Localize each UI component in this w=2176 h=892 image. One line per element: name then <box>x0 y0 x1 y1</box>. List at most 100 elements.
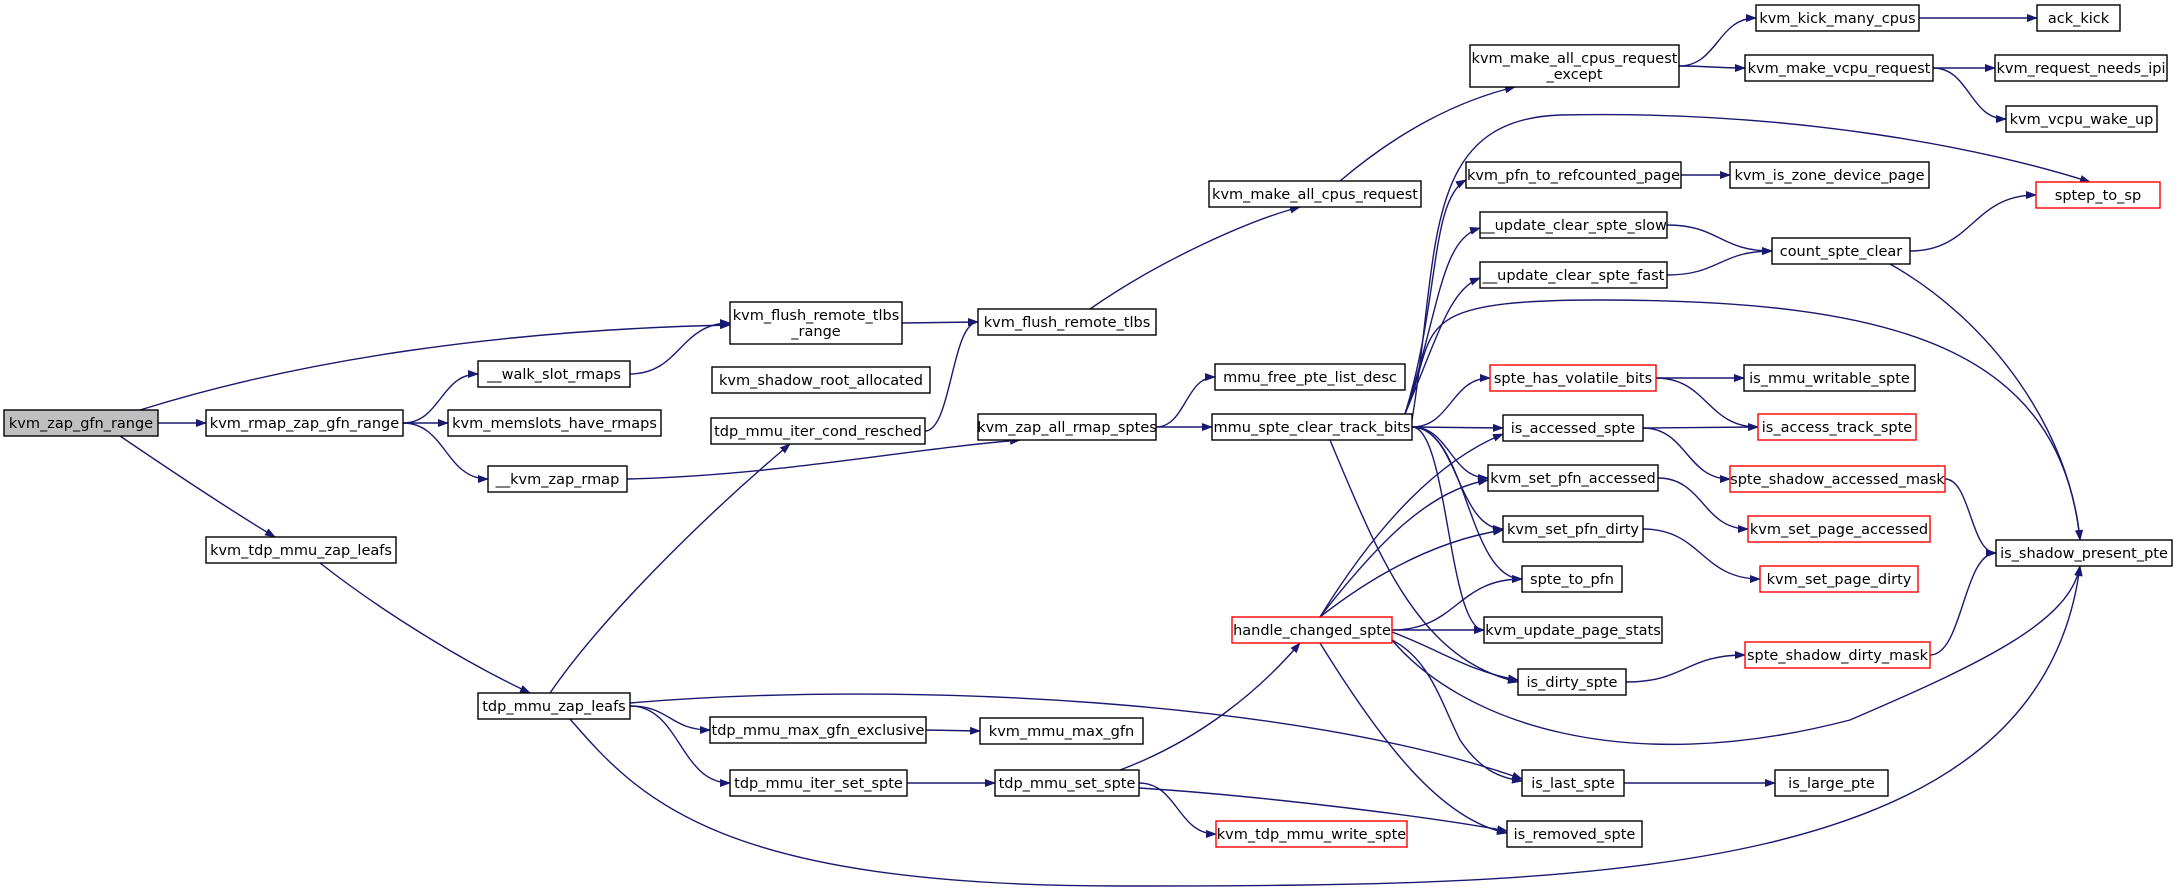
node-__update_clear_spte_slow[interactable]: __update_clear_spte_slow <box>1479 211 1668 239</box>
node-is_shadow_present_pte[interactable]: is_shadow_present_pte <box>1995 539 2173 567</box>
edge-__walk_slot_rmaps-to-kvm_flush_remote_tlbs_range <box>629 319 731 375</box>
node-kvm_zap_all_rmap_sptes[interactable]: kvm_zap_all_rmap_sptes <box>977 413 1157 441</box>
node-is_dirty_spte[interactable]: is_dirty_spte <box>1517 668 1627 696</box>
node-label: kvm_update_page_stats <box>1485 623 1661 639</box>
node-kvm_make_vcpu_request[interactable]: kvm_make_vcpu_request <box>1744 54 1934 82</box>
node-label: kvm_shadow_root_allocated <box>719 373 923 389</box>
node-box <box>1479 211 1668 239</box>
edge-tdp_mmu_zap_leafs-to-is_last_spte <box>629 693 1523 780</box>
edge-mmu_spte_clear_track_bits-to-is_dirty_spte <box>1329 439 1519 684</box>
node-count_spte_clear[interactable]: count_spte_clear <box>1771 237 1911 265</box>
node-kvm_set_pfn_dirty[interactable]: kvm_set_pfn_dirty <box>1502 515 1644 543</box>
node-mmu_free_pte_list_desc[interactable]: mmu_free_pte_list_desc <box>1214 363 1406 391</box>
node-tdp_mmu_zap_leafs[interactable]: tdp_mmu_zap_leafs <box>477 692 631 720</box>
node-kvm_pfn_to_refcounted_page[interactable]: kvm_pfn_to_refcounted_page <box>1465 161 1682 189</box>
edge-mmu_spte_clear_track_bits-to-kvm_pfn_to_refcounted_page <box>1404 179 1467 415</box>
node-label: is_accessed_spte <box>1511 421 1636 437</box>
edge-tdp_mmu_set_spte-to-handle_changed_spte <box>1119 642 1301 771</box>
node-spte_to_pfn[interactable]: spte_to_pfn <box>1521 565 1623 593</box>
node-tdp_mmu_iter_set_spte[interactable]: tdp_mmu_iter_set_spte <box>729 769 908 797</box>
edge-handle_changed_spte-to-is_last_spte <box>1391 639 1523 784</box>
node-kvm_shadow_root_allocated[interactable]: kvm_shadow_root_allocated <box>711 366 931 394</box>
node-box <box>1487 464 1659 492</box>
node-box <box>1994 54 2168 82</box>
node-__update_clear_spte_fast[interactable]: __update_clear_spte_fast <box>1479 261 1668 289</box>
node-kvm_make_all_cpus_request[interactable]: kvm_make_all_cpus_request <box>1208 180 1422 208</box>
node-box <box>1521 565 1623 593</box>
edge-mmu_spte_clear_track_bits-to-__update_clear_spte_slow <box>1404 227 1481 415</box>
edge-mmu_spte_clear_track_bits-to-is_shadow_present_pte <box>1404 299 2083 541</box>
node-tdp_mmu_iter_cond_resched[interactable]: tdp_mmu_iter_cond_resched <box>710 417 926 445</box>
edge-handle_changed_spte-to-is_shadow_present_pte <box>1391 565 2083 745</box>
node-kvm_kick_many_cpus[interactable]: kvm_kick_many_cpus <box>1755 4 1920 32</box>
node-kvm_mmu_max_gfn[interactable]: kvm_mmu_max_gfn <box>979 717 1144 745</box>
node-is_mmu_writable_spte[interactable]: is_mmu_writable_spte <box>1743 364 1916 392</box>
node-tdp_mmu_set_spte[interactable]: tdp_mmu_set_spte <box>994 769 1140 797</box>
node-label: kvm_request_needs_ipi <box>1996 61 2165 77</box>
edge-kvm_set_pfn_accessed-to-kvm_set_page_accessed <box>1657 477 1749 533</box>
node-mmu_spte_clear_track_bits[interactable]: mmu_spte_clear_track_bits <box>1211 413 1413 441</box>
edge-is_accessed_spte-to-is_access_track_spte <box>1642 423 1759 432</box>
edge-kvm_flush_remote_tlbs_range-to-kvm_flush_remote_tlbs <box>901 318 979 327</box>
node-label: handle_changed_spte <box>1233 623 1391 639</box>
edge-mmu_spte_clear_track_bits-to-spte_has_volatile_bits <box>1411 374 1491 428</box>
node-box <box>1729 161 1930 189</box>
node-kvm_vcpu_wake_up[interactable]: kvm_vcpu_wake_up <box>2005 105 2158 133</box>
node-box <box>1774 769 1889 797</box>
node-box <box>1489 364 1657 392</box>
edge-spte_shadow_accessed_mask-to-is_shadow_present_pte <box>1944 478 1997 557</box>
node-is_removed_spte[interactable]: is_removed_spte <box>1506 820 1643 848</box>
node-is_access_track_spte[interactable]: is_access_track_spte <box>1757 413 1917 441</box>
node-kvm_zap_gfn_range[interactable]: kvm_zap_gfn_range <box>3 409 159 437</box>
node-label: kvm_set_page_dirty <box>1767 572 1912 588</box>
node-label: _range <box>790 324 840 340</box>
node-label: kvm_make_vcpu_request <box>1748 61 1931 77</box>
node-kvm_flush_remote_tlbs[interactable]: kvm_flush_remote_tlbs <box>977 308 1157 336</box>
node-kvm_memslots_have_rmaps[interactable]: kvm_memslots_have_rmaps <box>447 409 662 437</box>
node-label: is_access_track_spte <box>1762 420 1913 436</box>
edge-__update_clear_spte_slow-to-count_spte_clear <box>1666 224 1773 255</box>
node-kvm_make_all_cpus_request_except[interactable]: kvm_make_all_cpus_request_except <box>1469 44 1680 88</box>
node-kvm_set_page_accessed[interactable]: kvm_set_page_accessed <box>1747 515 1931 543</box>
edge-is_dirty_spte-to-spte_shadow_dirty_mask <box>1625 651 1746 683</box>
node-kvm_rmap_zap_gfn_range[interactable]: kvm_rmap_zap_gfn_range <box>205 409 404 437</box>
node-kvm_set_pfn_accessed[interactable]: kvm_set_pfn_accessed <box>1487 464 1659 492</box>
node-label: tdp_mmu_zap_leafs <box>482 699 625 715</box>
node-is_last_spte[interactable]: is_last_spte <box>1521 769 1625 797</box>
node-box <box>205 409 404 437</box>
node-box <box>2035 181 2161 209</box>
node-box <box>1729 465 1946 493</box>
node-label: is_last_spte <box>1531 776 1615 792</box>
node-kvm_update_page_stats[interactable]: kvm_update_page_stats <box>1483 616 1663 644</box>
node-__walk_slot_rmaps[interactable]: __walk_slot_rmaps <box>477 360 631 388</box>
node-is_accessed_spte[interactable]: is_accessed_spte <box>1502 414 1644 442</box>
node-ack_kick[interactable]: ack_kick <box>2036 4 2121 32</box>
node-label: sptep_to_sp <box>2055 188 2141 204</box>
node-kvm_tdp_mmu_write_spte[interactable]: kvm_tdp_mmu_write_spte <box>1215 820 1408 848</box>
edge-tdp_mmu_set_spte-to-kvm_tdp_mmu_write_spte <box>1138 782 1217 838</box>
node-label: kvm_kick_many_cpus <box>1759 11 1915 27</box>
node-box <box>710 417 926 445</box>
node-label: kvm_flush_remote_tlbs <box>984 315 1151 331</box>
edge-handle_changed_spte-to-kvm_set_pfn_accessed <box>1319 477 1489 618</box>
node-tdp_mmu_max_gfn_exclusive[interactable]: tdp_mmu_max_gfn_exclusive <box>709 716 927 744</box>
node-spte_shadow_accessed_mask[interactable]: spte_shadow_accessed_mask <box>1729 465 1946 493</box>
node-kvm_request_needs_ipi[interactable]: kvm_request_needs_ipi <box>1994 54 2168 82</box>
node-__kvm_zap_rmap[interactable]: __kvm_zap_rmap <box>487 465 628 493</box>
edge-tdp_mmu_zap_leafs-to-tdp_mmu_iter_cond_resched <box>549 443 791 694</box>
node-kvm_is_zone_device_page[interactable]: kvm_is_zone_device_page <box>1729 161 1930 189</box>
node-label: kvm_memslots_have_rmaps <box>452 416 657 432</box>
node-box <box>994 769 1140 797</box>
node-kvm_flush_remote_tlbs_range[interactable]: kvm_flush_remote_tlbs_range <box>729 301 903 345</box>
node-kvm_set_page_dirty[interactable]: kvm_set_page_dirty <box>1759 565 1919 593</box>
node-spte_shadow_dirty_mask[interactable]: spte_shadow_dirty_mask <box>1744 641 1931 669</box>
node-label: count_spte_clear <box>1780 244 1903 260</box>
node-is_large_pte[interactable]: is_large_pte <box>1774 769 1889 797</box>
node-spte_has_volatile_bits[interactable]: spte_has_volatile_bits <box>1489 364 1657 392</box>
node-kvm_tdp_mmu_zap_leafs[interactable]: kvm_tdp_mmu_zap_leafs <box>205 536 397 564</box>
edge-kvm_zap_gfn_range-to-kvm_flush_remote_tlbs_range <box>139 321 731 411</box>
node-box <box>1771 237 1911 265</box>
node-handle_changed_spte[interactable]: handle_changed_spte <box>1231 616 1393 644</box>
node-sptep_to_sp[interactable]: sptep_to_sp <box>2035 181 2161 209</box>
